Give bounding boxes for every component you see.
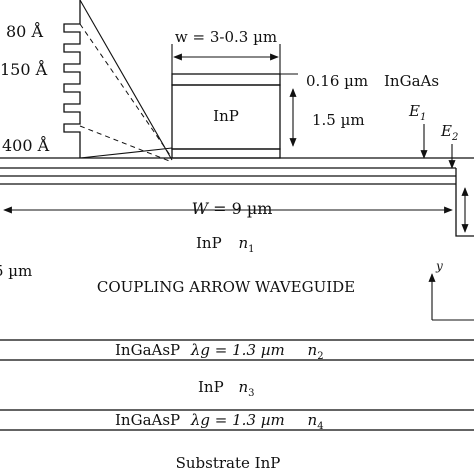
layer-2-label: InGaAsP λg = 1.3 µm n2 xyxy=(115,341,324,362)
width-W-label: W = 9 µm xyxy=(192,199,273,218)
taper-line-outer xyxy=(79,0,173,161)
e2-label: E2 xyxy=(440,122,458,143)
e1-label: E1 xyxy=(408,102,426,123)
side-thickness-label: 5 µm xyxy=(0,262,32,280)
quantum-well-profile xyxy=(63,0,81,158)
substrate-label: Substrate InP xyxy=(176,454,281,472)
layer-4-label: InGaAsP λg = 1.3 µm n4 xyxy=(115,411,324,432)
width-w-label: w = 3-0.3 µm xyxy=(175,28,277,46)
well-label-150: 150 Å xyxy=(0,59,48,79)
taper-dash-lower xyxy=(79,125,173,163)
inp-rib-label: InP xyxy=(213,107,239,125)
taper-dash-upper xyxy=(79,23,173,159)
well-label-80: 80 Å xyxy=(6,21,43,41)
ingaas-material-label: InGaAs xyxy=(384,72,439,90)
y-axis-label: y xyxy=(435,259,443,273)
diagram-title: COUPLING ARROW WAVEGUIDE xyxy=(97,278,355,296)
well-label-400: 400 Å xyxy=(2,135,50,155)
inp-thickness-label: 1.5 µm xyxy=(312,111,365,129)
layer-2-ingaasp xyxy=(0,339,474,361)
ingaas-cap xyxy=(171,73,281,86)
layer-4-ingaasp xyxy=(0,409,474,431)
waveguide-edge-right xyxy=(455,168,474,237)
ingaas-thickness-label: 0.16 µm xyxy=(306,72,368,90)
inp-n1-label: InP n1 xyxy=(196,234,255,255)
layer-3-label: InP n3 xyxy=(198,378,255,399)
rib-base-layer xyxy=(171,148,281,159)
taper-line-back xyxy=(79,147,173,159)
